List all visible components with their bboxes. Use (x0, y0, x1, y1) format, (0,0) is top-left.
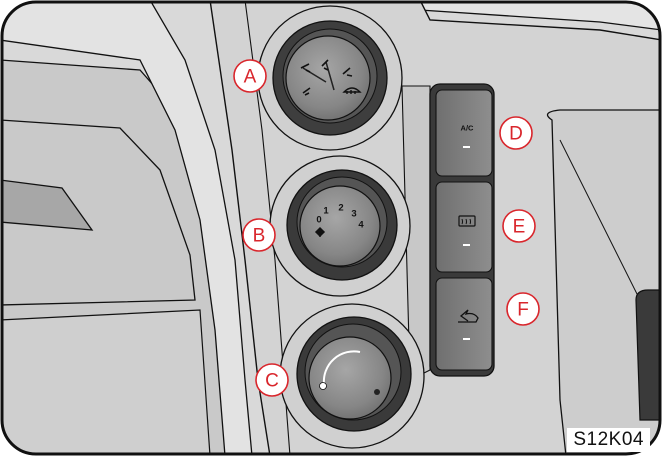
fan-speed-label-2: 2 (338, 203, 343, 214)
windscreen-defrost-icon (342, 87, 362, 94)
fan-speed-label-0: 0 (316, 215, 321, 226)
left-vent (2, 179, 94, 231)
defrost-indicator (463, 244, 470, 246)
callout-e-label: E (513, 217, 526, 238)
button-strip (429, 83, 495, 377)
callout-a-label: A (244, 67, 257, 88)
air-distribution-knob[interactable] (257, 5, 403, 151)
callout-b: B (242, 218, 276, 252)
ac-indicator (463, 146, 470, 148)
callout-b-label: B (253, 226, 266, 247)
feet-vent-icon (302, 87, 311, 96)
temperature-knob[interactable] (279, 303, 425, 449)
fan-speed-label-1: 1 (323, 206, 329, 217)
face-vent-icon (300, 63, 311, 73)
dash-trim (2, 2, 253, 454)
right-edge-part (635, 289, 660, 421)
fan-speed-knob[interactable]: 0 1 2 3 4 (269, 155, 411, 297)
callout-c: C (255, 363, 289, 397)
fan-speed-label-4: 4 (358, 220, 364, 231)
lower-dash (2, 309, 211, 454)
figure-code: S12K04 (567, 428, 650, 452)
rear-window-defrost-icon (458, 215, 476, 227)
ac-button-label: A/C (461, 124, 475, 133)
fan-speed-label-3: 3 (351, 209, 356, 220)
callout-f: F (506, 292, 540, 326)
right-recess (546, 109, 660, 454)
dash-contour (2, 119, 196, 306)
feet-windscreen-vent-icon (342, 67, 353, 77)
fan-icon (314, 226, 326, 238)
cold-dot (319, 382, 327, 390)
recirculation-icon (458, 309, 479, 323)
rear-defrost-button[interactable] (458, 215, 476, 246)
recirculation-indicator (463, 338, 470, 340)
ac-button[interactable]: A/C (461, 124, 475, 149)
callout-e: E (502, 209, 536, 243)
callout-d: D (499, 116, 533, 150)
callout-c-label: C (265, 371, 279, 392)
dash-top-strip (2, 2, 660, 31)
callout-f-label: F (517, 300, 529, 321)
recirculation-button[interactable] (458, 309, 479, 340)
callout-a: A (233, 59, 267, 93)
face-feet-vent-icon (321, 59, 329, 71)
hot-dot (374, 389, 380, 395)
callout-d-label: D (509, 124, 523, 145)
